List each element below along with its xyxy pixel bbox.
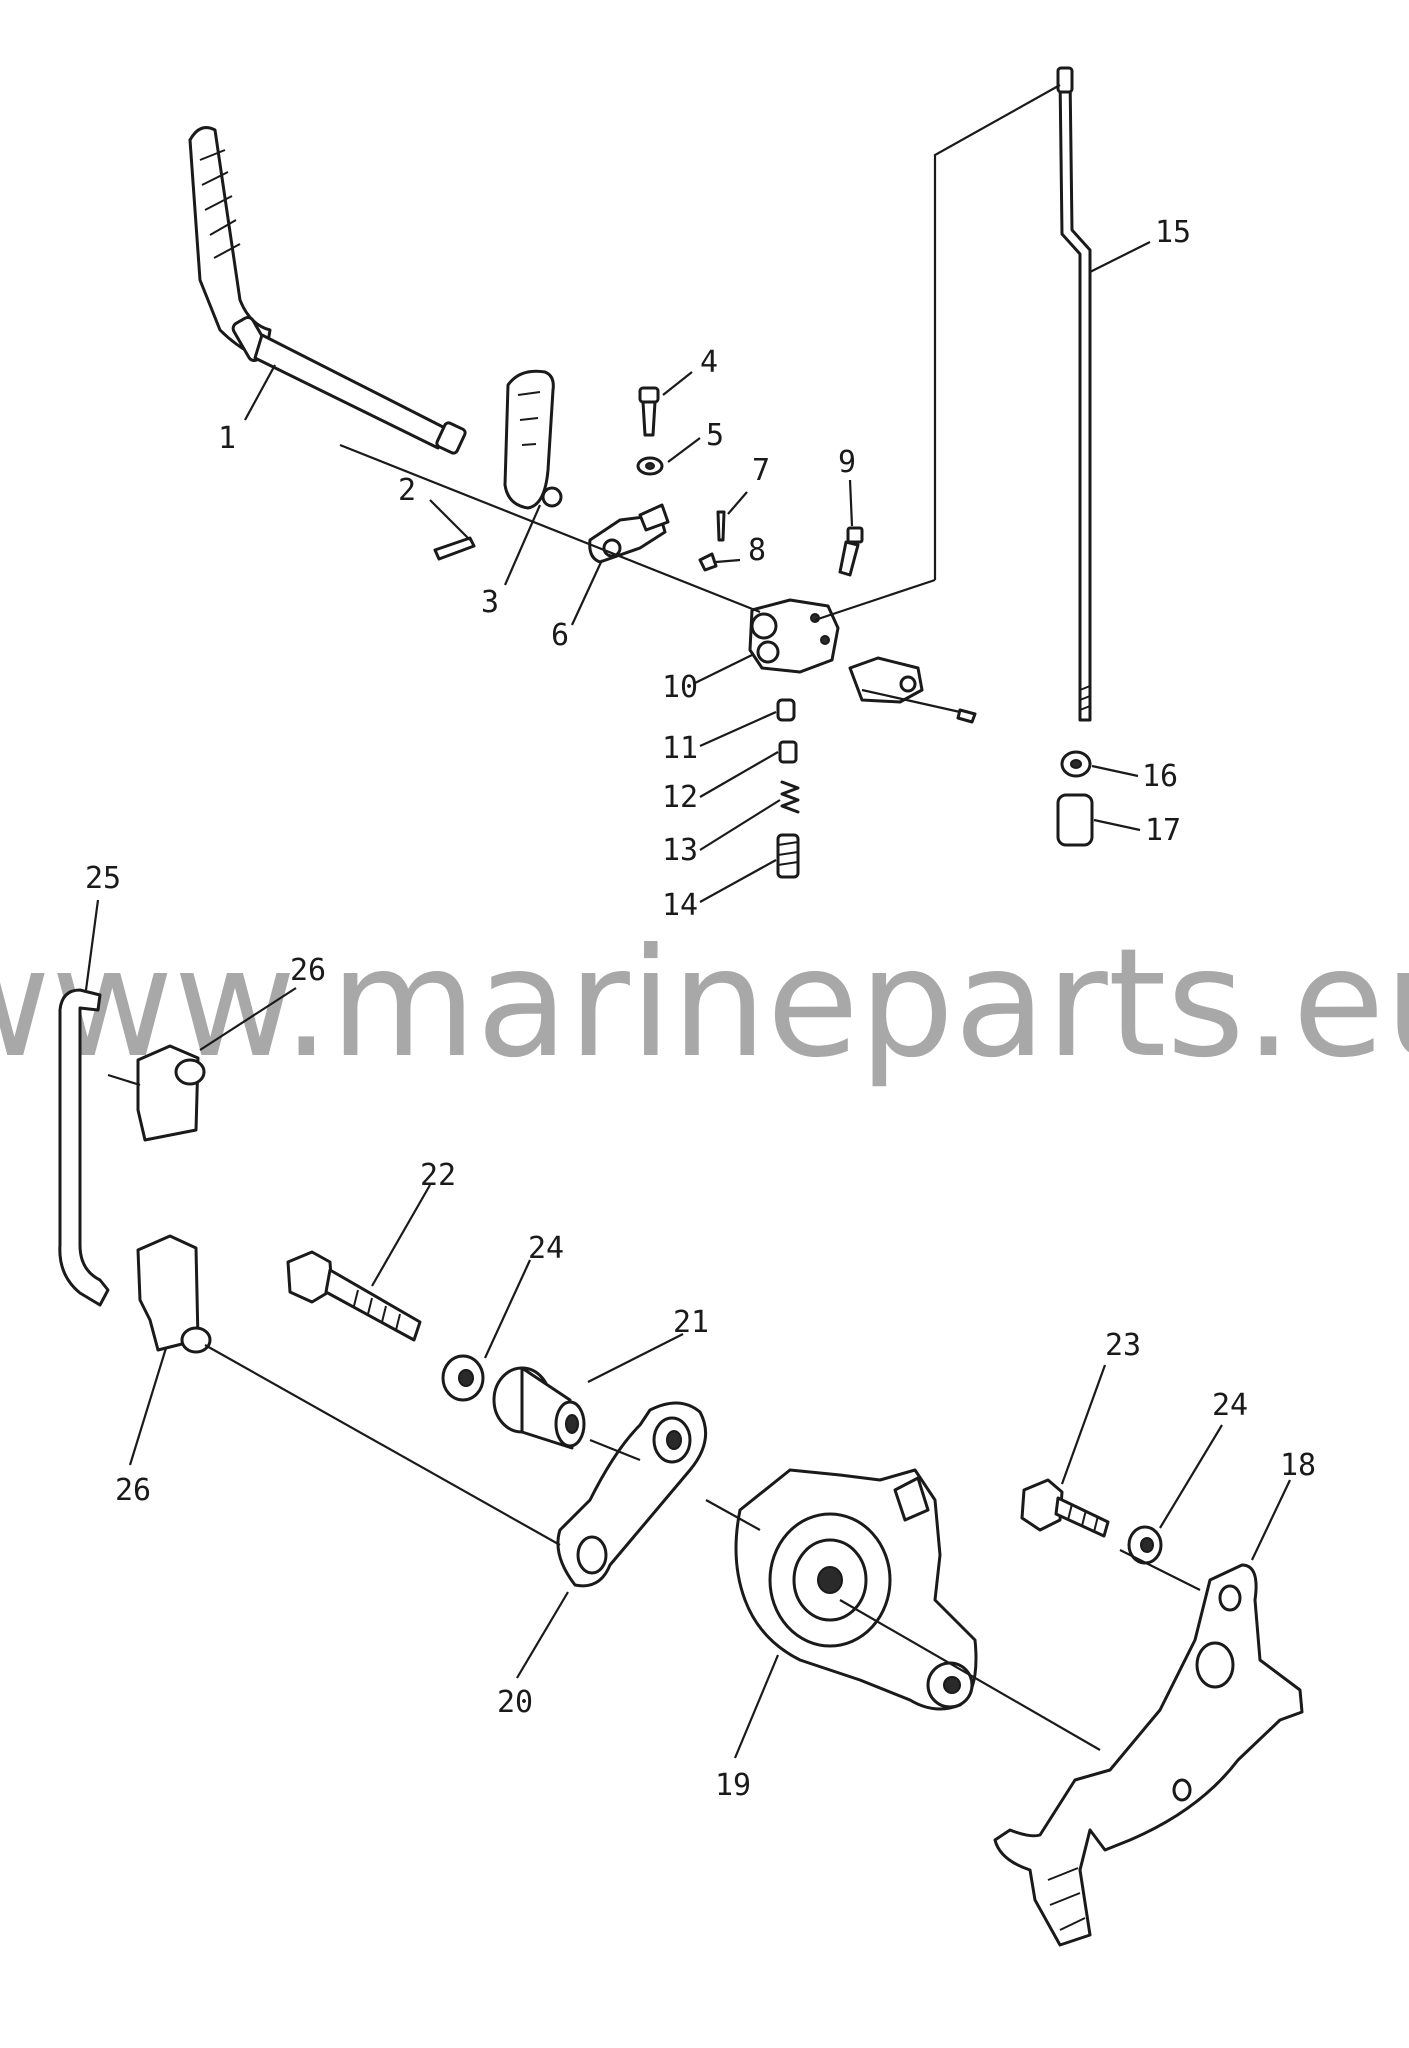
part-22-bolt[interactable]	[286, 1250, 422, 1342]
part-11-ball[interactable]	[776, 698, 796, 722]
callout-2: 2	[398, 473, 416, 508]
part-2-pin[interactable]	[433, 536, 476, 561]
part-4-screw[interactable]	[638, 386, 660, 437]
callout-9: 9	[838, 445, 856, 480]
part-8-cotter[interactable]	[698, 552, 718, 572]
callout-24-left: 24	[528, 1231, 564, 1266]
part-15-shift-rod[interactable]	[1056, 66, 1092, 722]
part-16-nut[interactable]	[1060, 750, 1092, 778]
part-7-pin[interactable]	[716, 510, 726, 542]
callout-11: 11	[662, 731, 698, 766]
callout-13: 13	[662, 833, 698, 868]
callout-14: 14	[662, 888, 698, 923]
part-23-bolt[interactable]	[1020, 1478, 1110, 1538]
callout-18: 18	[1280, 1448, 1316, 1483]
part-24-washer-left[interactable]	[441, 1354, 485, 1402]
callout-24-right: 24	[1212, 1388, 1248, 1423]
part-12-plunger[interactable]	[778, 740, 798, 764]
callout-16: 16	[1142, 759, 1178, 794]
part-26-clip-upper[interactable]	[136, 1044, 206, 1142]
callout-26-lower: 26	[115, 1473, 151, 1508]
part-21-bushing[interactable]	[492, 1366, 586, 1450]
part-26-clip-lower[interactable]	[136, 1234, 212, 1354]
leader-lines	[84, 241, 1291, 1759]
callout-17: 17	[1145, 813, 1181, 848]
callout-21: 21	[673, 1305, 709, 1340]
part-18-plate[interactable]	[993, 1563, 1304, 1947]
part-linkage-end[interactable]	[848, 656, 977, 724]
assembly-line-upper	[339, 84, 1061, 714]
callout-5: 5	[706, 418, 724, 453]
callout-19: 19	[715, 1768, 751, 1803]
callout-10: 10	[662, 670, 698, 705]
callout-26-upper: 26	[290, 953, 326, 988]
part-14-screw[interactable]	[776, 833, 800, 879]
part-1-shift-handle[interactable]	[188, 126, 467, 455]
watermark-text: www.marineparts.eu	[0, 917, 1409, 1091]
callout-6: 6	[551, 618, 569, 653]
callout-3: 3	[481, 585, 499, 620]
assembly-line-lower	[107, 1073, 1201, 1751]
part-13-spring[interactable]	[780, 780, 800, 814]
callout-numbers: 1 2 3 4 5 6 7 8 9 10 11 12 13 14 15 16 1…	[85, 215, 1316, 1803]
callout-22: 22	[420, 1158, 456, 1193]
part-19-cam-housing[interactable]	[734, 1468, 978, 1711]
part-6-clamp[interactable]	[588, 503, 670, 564]
part-20-lever[interactable]	[556, 1401, 708, 1588]
part-10-shift-block[interactable]	[748, 598, 840, 674]
part-5-washer[interactable]	[636, 456, 664, 476]
callout-7: 7	[752, 453, 770, 488]
callout-23: 23	[1105, 1328, 1141, 1363]
callout-8: 8	[748, 533, 766, 568]
callout-1: 1	[218, 421, 236, 456]
part-17-sleeve[interactable]	[1056, 793, 1094, 847]
callout-20: 20	[497, 1685, 533, 1720]
callout-12: 12	[662, 780, 698, 815]
part-9-screw[interactable]	[838, 526, 864, 577]
part-25-link-rod[interactable]	[58, 988, 110, 1307]
part-3-bracket[interactable]	[503, 369, 563, 510]
callout-25: 25	[85, 861, 121, 896]
part-24-washer-right[interactable]	[1127, 1525, 1163, 1565]
callout-4: 4	[700, 345, 718, 380]
callout-15: 15	[1155, 215, 1191, 250]
